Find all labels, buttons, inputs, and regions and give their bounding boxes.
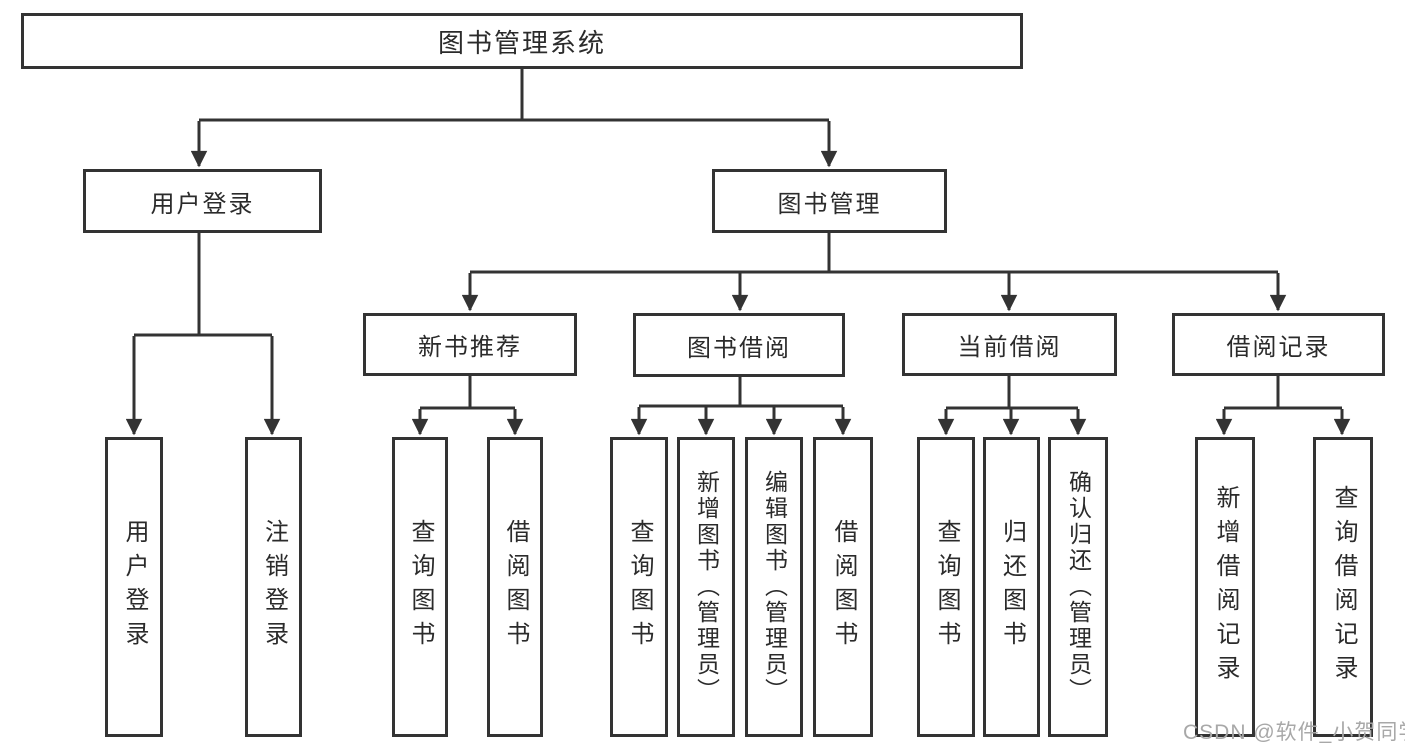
node-leaf-bb-borrow-books: 借阅图书 [813,437,873,737]
node-label: 借阅图书 [502,519,529,655]
node-user-login: 用户登录 [83,169,322,233]
node-book-mgmt: 图书管理 [712,169,947,233]
node-label: 新增借阅记录 [1212,485,1239,689]
node-label: 用户登录 [150,190,255,218]
node-label: 新增图书（管理员） [693,470,720,704]
node-leaf-nb-query-books: 查询图书 [392,437,448,737]
node-label: 查询图书 [626,519,653,655]
node-current-borrow: 当前借阅 [902,313,1117,376]
node-leaf-bb-add-books-admin: 新增图书（管理员） [677,437,735,737]
node-leaf-br-query-record: 查询借阅记录 [1313,437,1373,737]
node-label: 图书借阅 [687,334,791,362]
node-label: 新书推荐 [418,334,522,361]
node-label: 图书管理 [777,190,882,218]
node-leaf-cb-return-books: 归还图书 [983,437,1040,737]
node-leaf-user-login: 用户登录 [105,437,163,737]
node-label: 图书管理系统 [437,27,606,58]
node-leaf-logout: 注销登录 [245,437,302,737]
node-label: 当前借阅 [957,334,1062,361]
node-label: 查询借阅记录 [1330,485,1357,689]
node-leaf-br-add-record: 新增借阅记录 [1195,437,1255,737]
node-label: 借阅记录 [1226,334,1331,361]
node-borrow-records: 借阅记录 [1172,313,1385,376]
node-label: 借阅图书 [830,519,857,655]
node-leaf-nb-borrow-books: 借阅图书 [487,437,543,737]
node-borrowing: 图书借阅 [633,313,845,377]
node-leaf-bb-edit-books-admin: 编辑图书（管理员） [745,437,803,737]
node-label: 编辑图书（管理员） [761,470,788,704]
node-system-root: 图书管理系统 [21,13,1023,69]
node-label: 查询图书 [407,519,434,655]
node-leaf-cb-confirm-return-admin: 确认归还（管理员） [1048,437,1108,737]
node-new-books: 新书推荐 [363,313,577,376]
node-label: 确认归还（管理员） [1065,470,1092,704]
node-label: 用户登录 [121,519,148,655]
node-label: 查询图书 [933,519,960,655]
node-leaf-cb-query-books: 查询图书 [917,437,975,737]
node-label: 注销登录 [260,519,288,655]
csdn-watermark: CSDN @软件_小贺同学 [1183,721,1405,744]
node-leaf-bb-query-books: 查询图书 [610,437,668,737]
node-label: 归还图书 [998,519,1026,655]
